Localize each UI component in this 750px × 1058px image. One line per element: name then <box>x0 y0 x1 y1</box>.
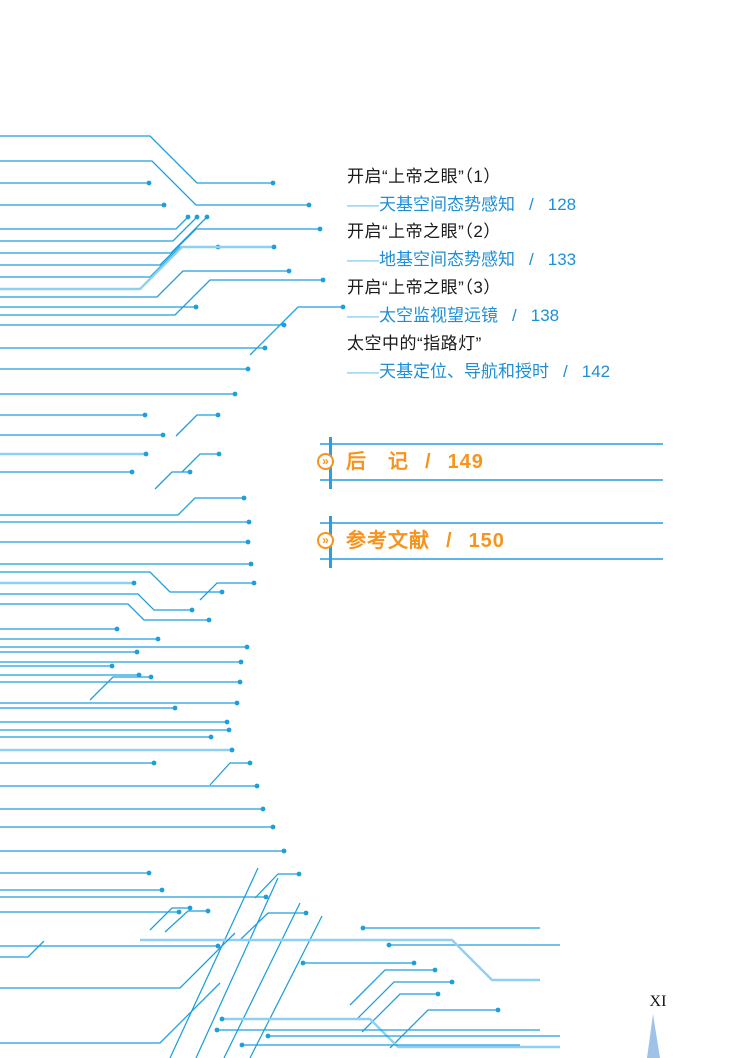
toc-entry-title: 太空中的“指路灯” <box>347 334 482 353</box>
toc-entry-subtitle: ——太空监视望远镜 / 138 <box>347 305 677 327</box>
page-slash: / <box>425 451 432 473</box>
subtitle-dash: —— <box>347 306 379 325</box>
toc-entry-title: 开启“上帝之眼”（2） <box>347 222 501 241</box>
toc-entry: 开启“上帝之眼”（2） ——地基空间态势感知 / 133 <box>347 221 677 271</box>
page-slash: / <box>446 530 453 552</box>
toc-entry-subtitle: ——地基空间态势感知 / 133 <box>347 249 677 271</box>
back-section-references: » 参考文献 / 150 <box>317 516 663 568</box>
subtitle-text: 天基定位、导航和授时 <box>379 362 549 381</box>
page-slash: / <box>512 306 517 325</box>
page-number: 128 <box>547 195 577 214</box>
subtitle-dash: —— <box>347 250 379 269</box>
subtitle-text: 天基空间态势感知 <box>379 195 515 214</box>
toc-entry: 开启“上帝之眼”（1） ——天基空间态势感知 / 128 <box>347 166 677 216</box>
back-section-text: 参考文献 / 150 <box>346 524 505 558</box>
page-slash: / <box>529 250 534 269</box>
double-chevron-icon: » <box>317 532 334 549</box>
toc-entry-title: 开启“上帝之眼”（3） <box>347 278 501 297</box>
page-number: 149 <box>447 451 484 473</box>
subtitle-text: 地基空间态势感知 <box>379 250 515 269</box>
subtitle-dash: —— <box>347 195 379 214</box>
toc-entry-subtitle: ——天基空间态势感知 / 128 <box>347 194 677 216</box>
page-number: 138 <box>530 306 560 325</box>
folio-page-number: XI <box>649 993 667 1010</box>
back-section-text: 后 记 / 149 <box>346 445 484 479</box>
back-section-label: 后 记 <box>346 451 409 473</box>
page-slash: / <box>563 362 568 381</box>
page-slash: / <box>529 195 534 214</box>
page-number: 150 <box>468 530 505 552</box>
toc-entry: 太空中的“指路灯” ——天基定位、导航和授时 / 142 <box>347 333 677 383</box>
toc-entry-subtitle: ——天基定位、导航和授时 / 142 <box>347 361 677 383</box>
subtitle-text: 太空监视望远镜 <box>379 306 498 325</box>
page-number: 133 <box>547 250 577 269</box>
subtitle-dash: —— <box>347 362 379 381</box>
page-number: 142 <box>581 362 611 381</box>
double-chevron-icon: » <box>317 453 334 470</box>
back-section-afterword: » 后 记 / 149 <box>317 437 663 489</box>
toc-entry: 开启“上帝之眼”（3） ——太空监视望远镜 / 138 <box>347 277 677 327</box>
toc-entry-title: 开启“上帝之眼”（1） <box>347 167 501 186</box>
triangle-decoration <box>647 1014 660 1058</box>
back-section-label: 参考文献 <box>346 530 430 552</box>
